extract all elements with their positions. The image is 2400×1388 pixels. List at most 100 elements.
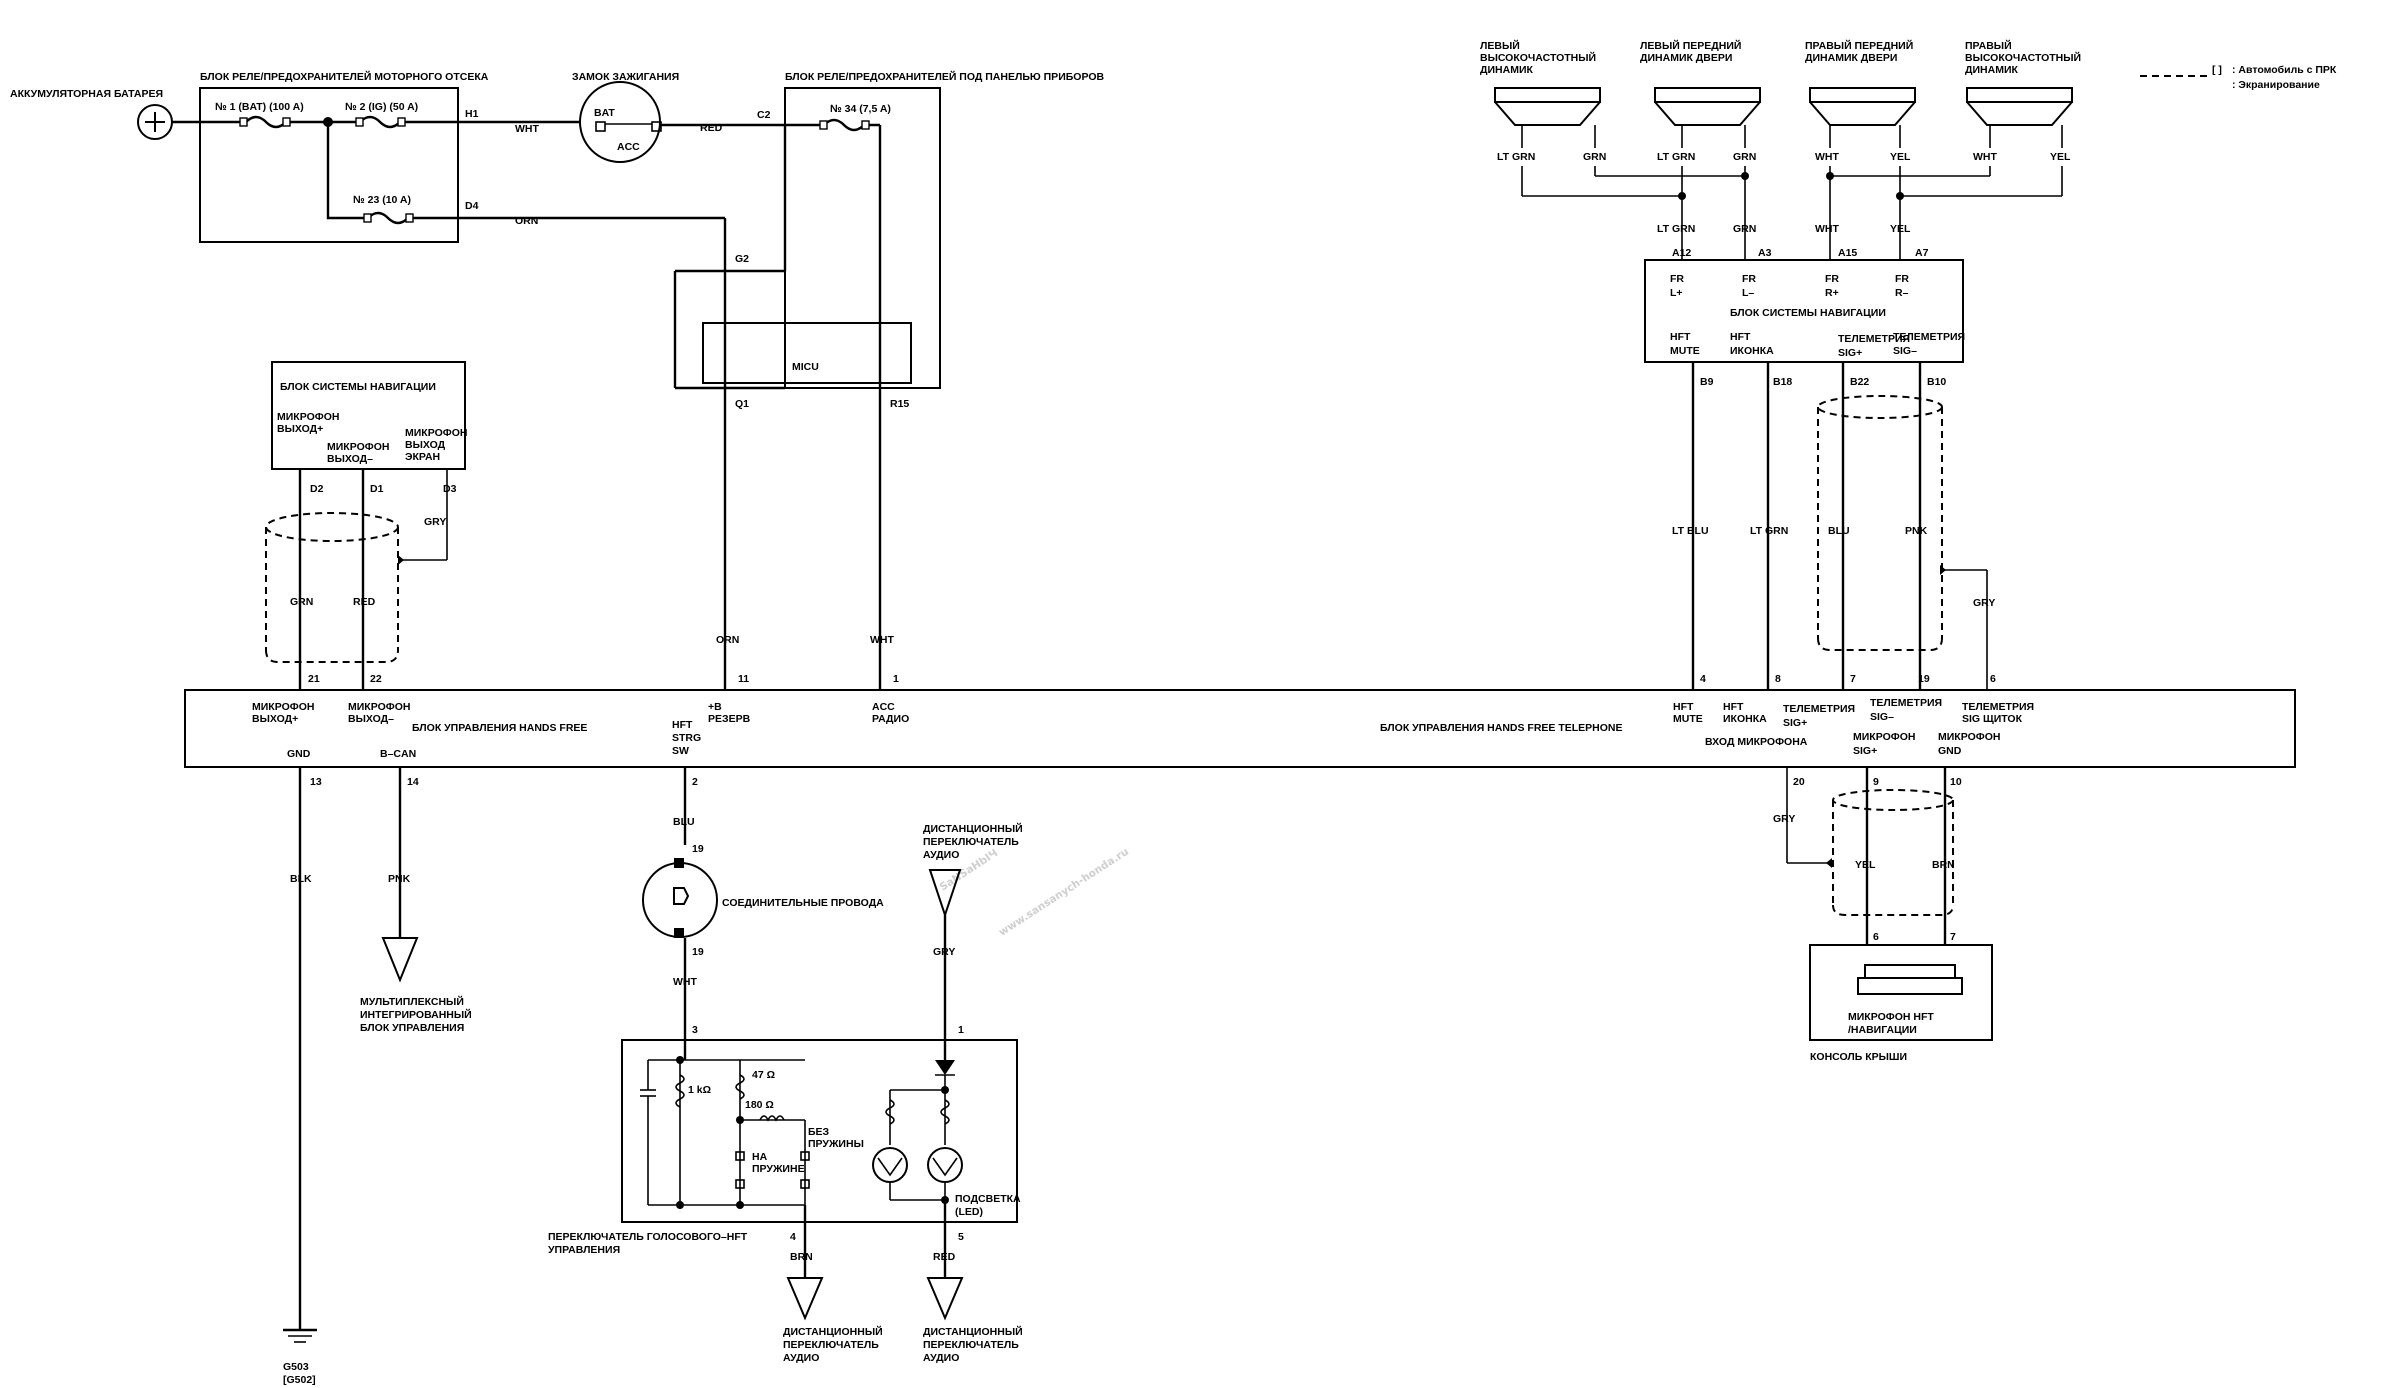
ignition-title: ЗАМОК ЗАЖИГАНИЯ [572, 71, 679, 83]
svg-text:ВЫХОД+: ВЫХОД+ [252, 713, 298, 725]
nav-right-title: БЛОК СИСТЕМЫ НАВИГАЦИИ [1730, 307, 1886, 319]
svg-text:ACC: ACC [872, 701, 895, 713]
svg-text:L+: L+ [1670, 287, 1683, 299]
svg-text:SIG–: SIG– [1893, 345, 1917, 357]
svg-text:МИКРОФОН: МИКРОФОН [1938, 731, 2000, 743]
wire-label-brn-out: BRN [790, 1251, 813, 1263]
svg-text:ИНТЕГРИРОВАННЫЙ: ИНТЕГРИРОВАННЫЙ [360, 1008, 472, 1021]
fuse2-symbol [328, 115, 458, 129]
svg-text:SIG–: SIG– [1870, 711, 1894, 723]
svg-text:SIG+: SIG+ [1853, 745, 1877, 757]
wire-label-yel-sp3: YEL [1890, 151, 1911, 163]
svg-text:ТЕЛЕМЕТРИЯ: ТЕЛЕМЕТРИЯ [1838, 333, 1910, 345]
svg-text:B–CAN: B–CAN [380, 748, 416, 760]
svg-text:STRG: STRG [672, 732, 701, 744]
multiplex-arrow [381, 937, 419, 983]
svg-text:6: 6 [1873, 931, 1879, 943]
wire-label-orn-d4: ORN [515, 215, 538, 227]
speaker-right-door: ПРАВЫЙ ПЕРЕДНИЙ ДИНАМИК ДВЕРИ [1805, 39, 1916, 126]
svg-text:HFT: HFT [1730, 331, 1751, 343]
svg-text:L–: L– [1742, 287, 1754, 299]
wire-label-gry-right: GRY [1973, 597, 1995, 609]
voice-switch-title-2: УПРАВЛЕНИЯ [548, 1244, 620, 1256]
wire-label-gry-mic: GRY [1773, 813, 1795, 825]
svg-text:ИКОНКА: ИКОНКА [1723, 713, 1767, 725]
pin-a15: A15 [1838, 247, 1857, 259]
svg-text:1: 1 [893, 673, 899, 685]
svg-text:ПРАВЫЙ: ПРАВЫЙ [1965, 39, 2012, 52]
watermark: SaNSaHbIЧ www.sansanych-honda.ru [938, 846, 1131, 939]
wire-label-wht-a15: WHT [1815, 223, 1839, 235]
pin-b18: B18 [1773, 376, 1792, 388]
svg-text:/НАВИГАЦИИ: /НАВИГАЦИИ [1848, 1024, 1917, 1036]
pin-a3: A3 [1758, 247, 1772, 259]
wire-label-wht-micu: WHT [870, 634, 894, 646]
micu-label: MICU [792, 361, 819, 373]
svg-text:ДИНАМИК ДВЕРИ: ДИНАМИК ДВЕРИ [1805, 52, 1897, 64]
svg-text:ТЕЛЕМЕТРИЯ: ТЕЛЕМЕТРИЯ [1783, 703, 1855, 715]
wire-label-ltgrn-b18: LT GRN [1750, 525, 1788, 537]
nav-left-mic-screen-1: МИКРОФОН [405, 427, 467, 439]
svg-text:РАДИО: РАДИО [872, 713, 909, 725]
roof-mic-box [1809, 944, 1993, 1041]
svg-text:МИКРОФОН: МИКРОФОН [348, 701, 410, 713]
svg-text:R–: R– [1895, 287, 1909, 299]
svg-text:7: 7 [1950, 931, 1956, 943]
svg-text:2: 2 [692, 776, 698, 788]
svg-text:ЛЕВЫЙ: ЛЕВЫЙ [1480, 39, 1520, 52]
svg-text:47 Ω: 47 Ω [752, 1069, 775, 1081]
pin-c2: C2 [757, 109, 771, 121]
nav-left-mic-screen-3: ЭКРАН [405, 451, 440, 463]
svg-text:ТЕЛЕМЕТРИЯ: ТЕЛЕМЕТРИЯ [1962, 701, 2034, 713]
pin-q1: Q1 [735, 398, 749, 410]
battery-label: АККУМУЛЯТОРНАЯ БАТАРЕЯ [10, 88, 163, 100]
svg-text:11: 11 [738, 673, 749, 685]
voice-switch-title-1: ПЕРЕКЛЮЧАТЕЛЬ ГОЛОСОВОГО–HFT [548, 1231, 748, 1243]
svg-text:ПРАВЫЙ ПЕРЕДНИЙ: ПРАВЫЙ ПЕРЕДНИЙ [1805, 39, 1913, 52]
svg-text:6: 6 [1990, 673, 1996, 685]
svg-text:ДИНАМИК ДВЕРИ: ДИНАМИК ДВЕРИ [1640, 52, 1732, 64]
speaker-right-tweeter: ПРАВЫЙ ВЫСОКОЧАСТОТНЫЙ ДИНАМИК [1965, 39, 2081, 126]
speaker-left-tweeter: ЛЕВЫЙ ВЫСОКОЧАСТОТНЫЙ ДИНАМИК [1480, 39, 1601, 126]
svg-text:HFT: HFT [1673, 701, 1694, 713]
voice-hft-switch [621, 1039, 1018, 1223]
svg-text:+B: +B [708, 701, 722, 713]
ground-label-1: G503 [283, 1361, 309, 1373]
svg-text:ДИСТАНЦИОННЫЙ: ДИСТАНЦИОННЫЙ [783, 1325, 883, 1338]
fuse1-label: № 1 (BAT) (100 A) [215, 101, 304, 113]
svg-text:ВЫХОД–: ВЫХОД– [348, 713, 394, 725]
hands-free-pin-lines [298, 670, 1988, 690]
svg-text:FR: FR [1895, 273, 1909, 285]
pin-b22: B22 [1850, 376, 1869, 388]
ignition-bat: BAT [594, 107, 615, 119]
legend-bracket-mark: [ ] [2212, 64, 2222, 76]
svg-text:10: 10 [1950, 776, 1962, 788]
svg-text:3: 3 [692, 1024, 698, 1036]
svg-text:4: 4 [1700, 673, 1706, 685]
svg-text:MUTE: MUTE [1673, 713, 1703, 725]
svg-text:ПОДСВЕТКА: ПОДСВЕТКА [955, 1193, 1021, 1205]
wire-label-pnk-b10: PNK [1905, 525, 1928, 537]
svg-text:SIG+: SIG+ [1783, 717, 1807, 729]
connector-label: СОЕДИНИТЕЛЬНЫЕ ПРОВОДА [722, 897, 884, 909]
svg-text:20: 20 [1793, 776, 1805, 788]
svg-text:R+: R+ [1825, 287, 1839, 299]
svg-text:РЕЗЕРВ: РЕЗЕРВ [708, 713, 751, 725]
wire-label-gry-remote: GRY [933, 946, 955, 958]
dash-fuse-box-title: БЛОК РЕЛЕ/ПРЕДОХРАНИТЕЛЕЙ ПОД ПАНЕЛЬЮ ПР… [785, 70, 1104, 83]
pin-g2: G2 [735, 253, 749, 265]
fuse34-label: № 34 (7,5 A) [830, 103, 891, 115]
svg-text:АУДИО: АУДИО [923, 1352, 959, 1364]
svg-text:19: 19 [692, 843, 704, 855]
wire-label-wht-sp3: WHT [1815, 151, 1839, 163]
nav-unit-right [1644, 259, 1964, 363]
wire-label-ltblu: LT BLU [1672, 525, 1709, 537]
ground-label-2: [G502] [283, 1374, 316, 1386]
svg-text:5: 5 [958, 1231, 964, 1243]
wire-label-red-acc: RED [700, 122, 723, 134]
svg-text:22: 22 [370, 673, 382, 685]
svg-text:МИКРОФОН: МИКРОФОН [252, 701, 314, 713]
ground-symbol [283, 1328, 317, 1343]
svg-text:SW: SW [672, 745, 689, 757]
audio-remote-bottom-left-arrow [786, 1277, 824, 1321]
